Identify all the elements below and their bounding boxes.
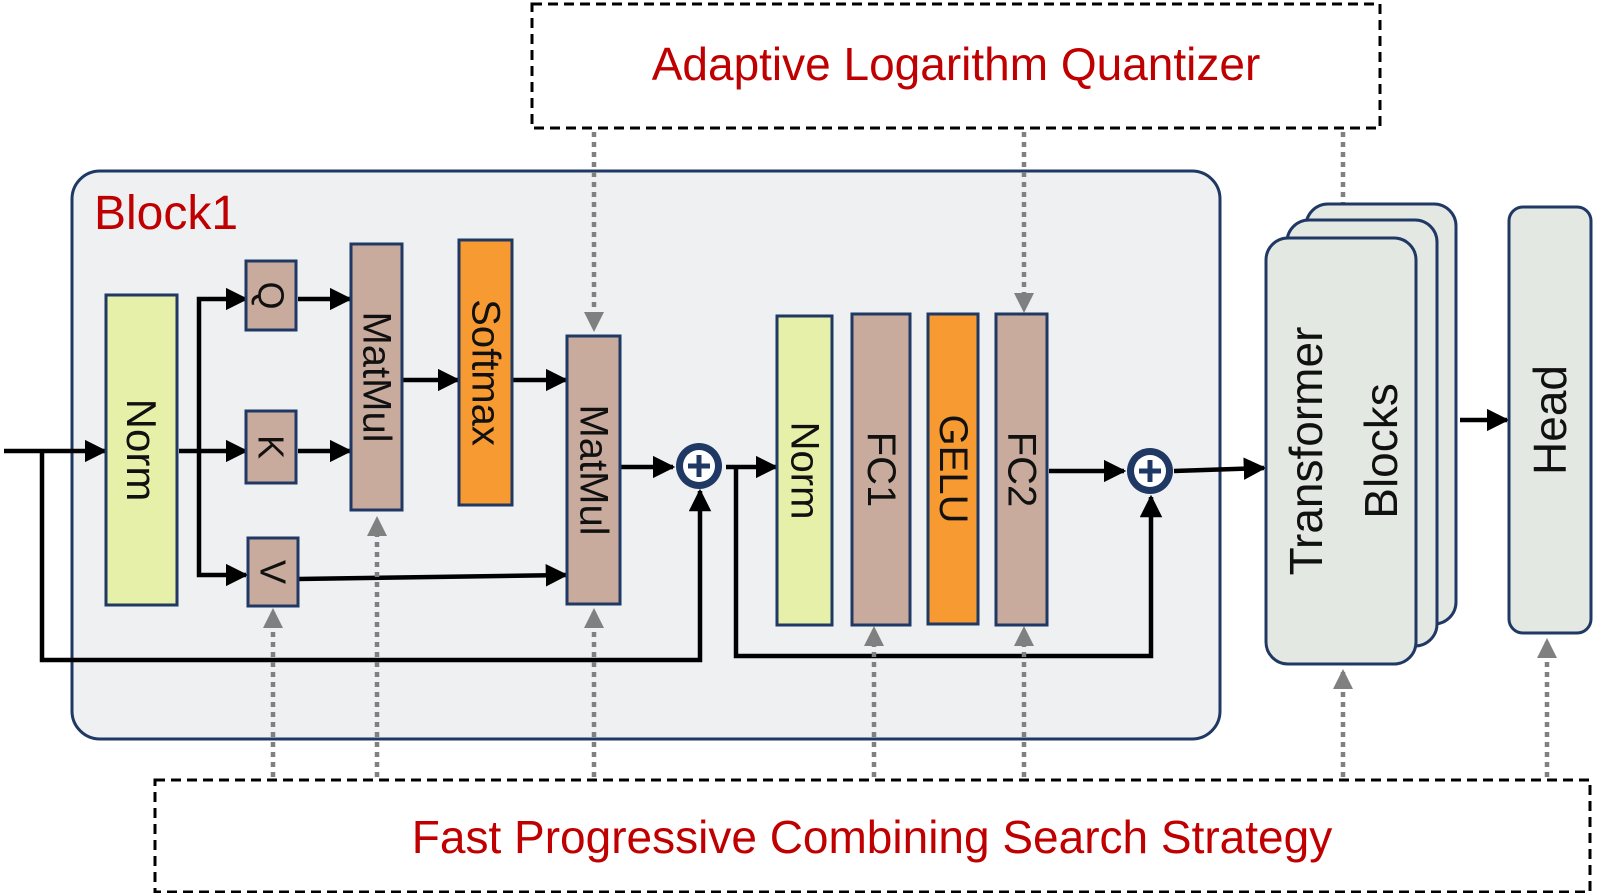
fc2-block: FC2 [994,312,1049,627]
residual-2-line [733,467,1163,659]
residual-1-line [39,451,712,663]
norm-1-block: Norm [104,293,179,607]
softmax-label: Softmax [464,299,508,446]
add-node-1 [676,443,722,489]
search-strategy-label: Fast Progressive Combining Search Strate… [412,811,1332,863]
block1-title: Block1 [94,187,238,240]
matmul-2-label: MatMul [572,404,616,535]
v-block: V [246,536,300,608]
v-to-matmul2-arrow [297,564,569,587]
fc2-label: FC2 [1000,432,1044,508]
matmul-1-label: MatMul [355,311,399,442]
stack-layer-front [1264,236,1418,666]
head-label: Head [1524,365,1576,475]
norm-2-block: Norm [775,314,834,627]
q-label: Q [251,281,292,309]
data-flow-lines [4,287,1510,663]
k-label: K [251,435,292,459]
plus-icon [1139,460,1161,482]
adaptive-logarithm-quantizer-box: Adaptive Logarithm Quantizer [530,2,1382,130]
softmax-block: Softmax [457,238,514,507]
quantizer-search-links [262,132,1558,777]
add-to-transformer-arrow [1173,457,1267,480]
v-label: V [253,560,294,584]
norm-to-v-arrow [196,451,249,587]
head-block: Head [1507,205,1593,635]
quantizer-label: Adaptive Logarithm Quantizer [652,38,1261,90]
norm-to-q-arrow [196,287,249,451]
matmul-1-block: MatMul [349,242,404,512]
gelu-label: GELU [931,415,975,524]
q-block: Q [244,259,298,332]
transformer-label-line1: Transformer [1280,327,1332,576]
add-node-2 [1127,448,1173,494]
fc1-label: FC1 [859,432,903,508]
fc1-block: FC1 [850,312,912,627]
plus-icon [688,455,710,477]
k-block: K [244,409,298,485]
norm-1-label: Norm [118,399,165,502]
transformer-blocks-stack: Transformer Blocks [1264,202,1458,666]
norm-2-label: Norm [783,422,827,520]
transformer-label-line2: Blocks [1355,383,1407,518]
matmul-2-block: MatMul [565,334,622,606]
fast-progressive-search-box: Fast Progressive Combining Search Strate… [153,778,1592,893]
gelu-block: GELU [926,312,980,626]
